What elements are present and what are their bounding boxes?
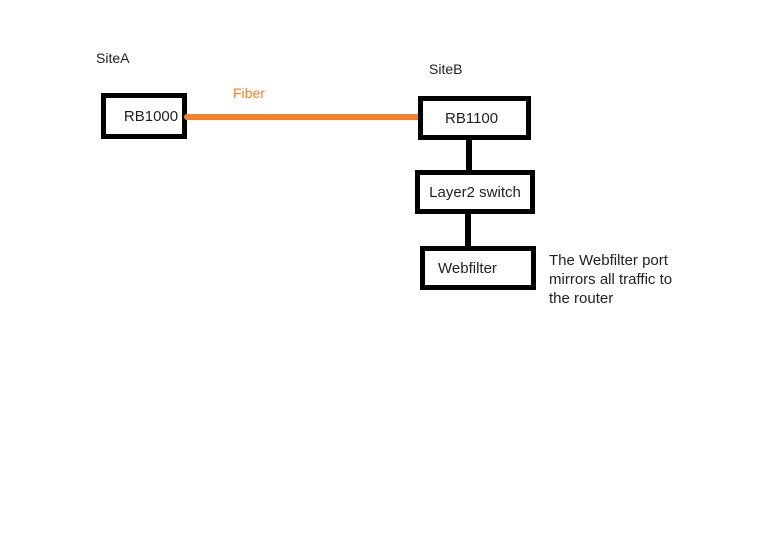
- node-webfilter-label: Webfilter: [438, 259, 497, 277]
- annotation-line-2: mirrors all traffic to: [549, 271, 673, 288]
- node-rb1000: RB1000: [101, 93, 187, 139]
- annotation-line-3: the router: [549, 290, 614, 307]
- node-layer2-switch-label: Layer2 switch: [429, 183, 521, 201]
- switch-to-webfilter-connector: [465, 214, 471, 246]
- node-webfilter: Webfilter: [420, 246, 536, 290]
- rb1100-to-switch-connector: [466, 140, 472, 170]
- webfilter-annotation: The Webfilter port mirrors all traffic t…: [549, 251, 672, 308]
- node-layer2-switch: Layer2 switch: [415, 170, 535, 214]
- node-rb1000-label: RB1000: [123, 107, 179, 125]
- fiber-link-label: Fiber: [233, 85, 265, 101]
- site-a-label: SiteA: [96, 50, 130, 66]
- fiber-link-line: [184, 114, 421, 120]
- node-rb1100-label: RB1100: [445, 109, 499, 127]
- site-b-label: SiteB: [429, 61, 463, 77]
- node-rb1100: RB1100: [418, 96, 531, 140]
- annotation-line-1: The Webfilter port: [549, 252, 668, 269]
